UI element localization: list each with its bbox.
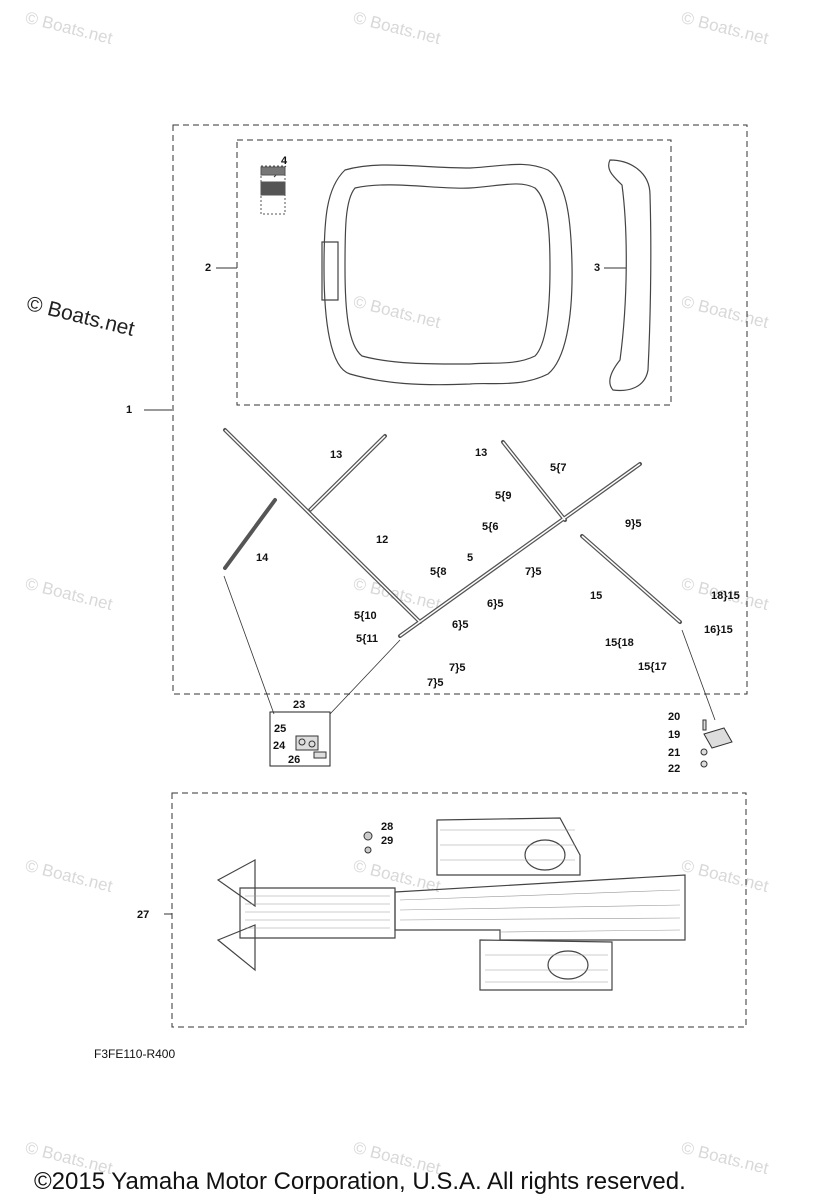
callout-label: 20 — [668, 711, 681, 723]
frame-tubes — [223, 428, 682, 638]
sticker-part — [260, 165, 286, 215]
diagram-code: F3FE110-R400 — [94, 1047, 176, 1061]
callout-label: 6}5 — [452, 619, 469, 631]
callout-label: 13 — [330, 449, 343, 461]
group-box-23 — [269, 711, 331, 767]
deck-mat — [216, 817, 686, 991]
callout-label: 28 — [381, 821, 394, 833]
mount-hardware — [295, 735, 327, 759]
deck-hardware — [700, 719, 733, 768]
copyright-notice: ©2015 Yamaha Motor Corporation, U.S.A. A… — [34, 1168, 686, 1195]
callout-label: 14 — [256, 552, 269, 564]
mat-fasteners — [363, 831, 373, 854]
callout-label: 5 — [467, 552, 474, 564]
callout-label: 19 — [668, 729, 681, 741]
callout-label: 7}5 — [427, 677, 444, 689]
callout-label: 12 — [376, 534, 389, 546]
callout-label: 5{9 — [495, 490, 512, 502]
callout-label: 15 — [590, 590, 603, 602]
callout-label: 23 — [293, 699, 306, 711]
callout-label: 15{18 — [605, 637, 634, 649]
callout-label: 7}5 — [525, 566, 542, 578]
callout-label: 16}15 — [704, 624, 733, 636]
callout-label: 29 — [381, 835, 394, 847]
callout-label: 26 — [288, 754, 301, 766]
callout-label: 21 — [668, 747, 681, 759]
callout-label: 1 — [126, 404, 133, 416]
callout-label: 5{11 — [356, 633, 379, 645]
callout-label: 13 — [475, 447, 488, 459]
callout-label: 3 — [594, 262, 601, 274]
callout-label: 25 — [274, 723, 287, 735]
callout-label: 7}5 — [449, 662, 466, 674]
callout-label: 4 — [281, 155, 288, 167]
callout-label: 22 — [668, 763, 681, 775]
group-box-1 — [172, 124, 748, 695]
side-bar-part — [608, 159, 652, 392]
callout-label: 5{10 — [354, 610, 377, 622]
group-box-27 — [171, 792, 747, 1028]
callout-label: 27 — [137, 909, 150, 921]
callout-label: 5{7 — [550, 462, 567, 474]
callout-label: 15{17 — [638, 661, 667, 673]
callout-label: 2 — [205, 262, 212, 274]
group-box-cover — [236, 139, 672, 406]
bimini-cover — [321, 163, 573, 386]
callout-label: 24 — [273, 740, 286, 752]
callout-label: 18}15 — [711, 590, 740, 602]
callout-label: 5{6 — [482, 521, 499, 533]
callout-label: 9}5 — [625, 518, 642, 530]
callout-label: 6}5 — [487, 598, 504, 610]
callout-label: 5{8 — [430, 566, 447, 578]
